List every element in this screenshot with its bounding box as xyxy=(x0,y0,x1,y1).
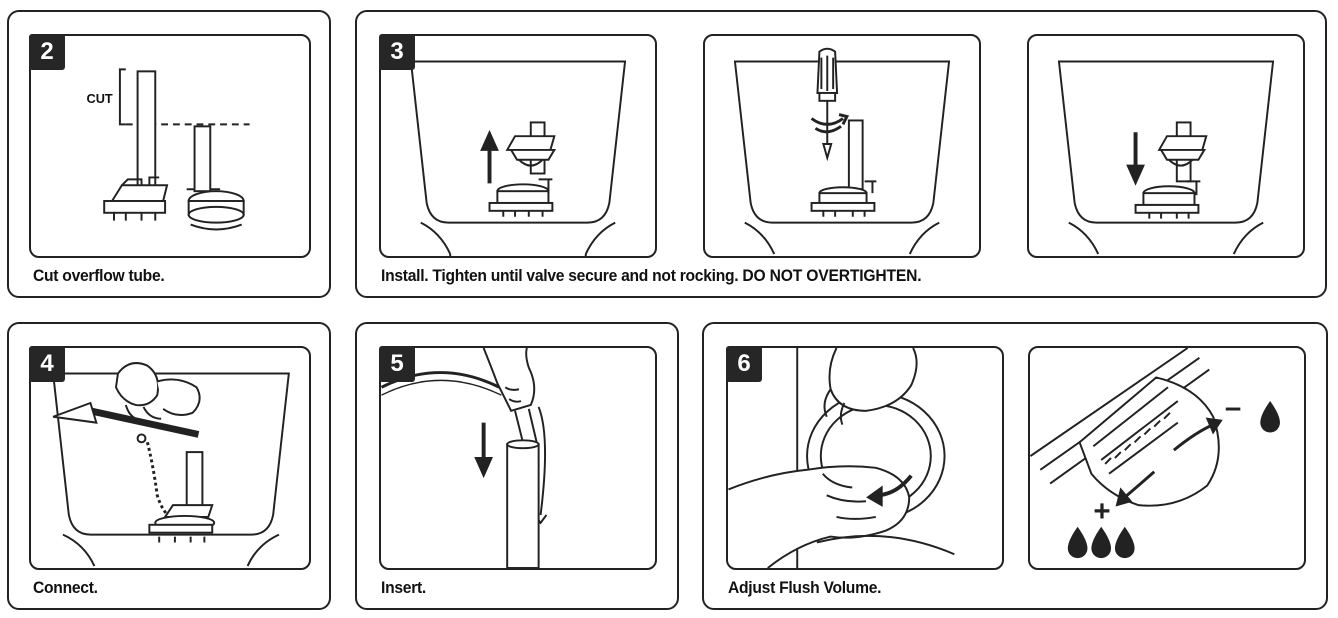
chain-connect-drawing xyxy=(52,362,290,567)
step-2-illustration: CUT xyxy=(29,34,311,258)
step-3-warning: DO NOT OVERTIGHTEN. xyxy=(742,266,922,285)
drop-icons xyxy=(1067,401,1280,559)
step-4-badge: 4 xyxy=(29,346,65,382)
step-3-illustration-a xyxy=(379,34,657,258)
step-3-illustration-b xyxy=(703,34,981,258)
dial-volume-scale-drawing: – + xyxy=(1030,348,1280,559)
step-4-panel: 4 Connect. xyxy=(7,322,331,610)
step-6-panel: – + 6 Adjust Flush Volume. xyxy=(702,322,1328,610)
overflow-tube-cut-drawing: CUT xyxy=(87,68,250,231)
step-2-badge: 2 xyxy=(29,34,65,70)
step-2-panel: CUT 2 Cut overflow tube. xyxy=(7,10,331,298)
step-3-panel: 3 Install. Tighten until valve secure an… xyxy=(355,10,1327,298)
drop-icon-3 xyxy=(1114,526,1135,559)
drop-icon-2 xyxy=(1091,526,1112,559)
step-3-caption-text: Install. Tighten until valve secure and … xyxy=(381,266,739,285)
tank-raise-valve-drawing xyxy=(409,60,627,256)
tank-screwdriver-drawing xyxy=(733,47,951,255)
step-5-badge: 5 xyxy=(379,346,415,382)
step-3-illustration-c xyxy=(1027,34,1305,258)
cut-label: CUT xyxy=(87,91,113,106)
step-5-caption: Insert. xyxy=(381,578,427,597)
step-6-badge: 6 xyxy=(726,346,762,382)
minus-sign: – xyxy=(1225,391,1241,424)
step-4-caption: Connect. xyxy=(33,578,98,597)
step-6-illustration-b: – + xyxy=(1028,346,1306,570)
step-3-badge: 3 xyxy=(379,34,415,70)
step-5-panel: 5 Insert. xyxy=(355,322,679,610)
step-6-illustration-a xyxy=(726,346,1004,570)
step-3-caption: Install. Tighten until valve secure and … xyxy=(381,266,922,286)
single-drop-icon xyxy=(1260,401,1280,433)
step-6-caption: Adjust Flush Volume. xyxy=(728,578,882,597)
tank-lower-valve-drawing xyxy=(1057,60,1275,255)
plus-sign: + xyxy=(1093,495,1110,528)
step-4-illustration xyxy=(29,346,311,570)
refill-tube-insert-drawing xyxy=(381,348,548,568)
step-2-caption: Cut overflow tube. xyxy=(33,266,165,285)
drop-icon-1 xyxy=(1067,526,1088,559)
step-5-illustration xyxy=(379,346,657,570)
hand-turn-dial-drawing xyxy=(728,348,955,568)
